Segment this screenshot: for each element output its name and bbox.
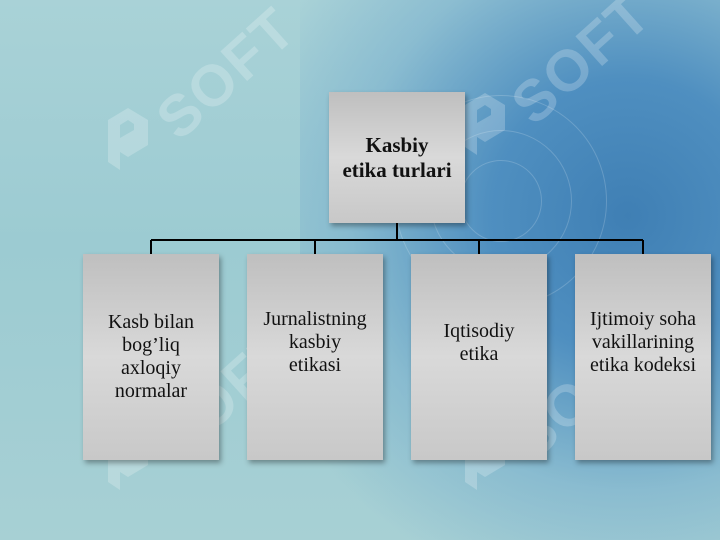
root-label-line-2: etika turlari	[342, 157, 452, 182]
child-node-3: Iqtisodiy etika	[411, 254, 547, 460]
child-node-4: Ijtimoiy soha vakillarining etika kodeks…	[575, 254, 711, 460]
child-4-line-3: etika kodeksi	[589, 353, 697, 376]
root-label-line-1: Kasbiy	[365, 133, 429, 158]
child-2-line-1: Jurnalistning	[263, 307, 367, 330]
child-3-line-1: Iqtisodiy	[443, 320, 515, 342]
child-1-line-1: Kasb bilan	[107, 311, 195, 333]
watermark-logo-icon	[465, 93, 505, 155]
child-2-line-2: kasbiy	[288, 330, 342, 353]
root-node: Kasbiy etika turlari	[329, 92, 465, 223]
child-2-line-3: etikasi	[288, 353, 342, 376]
child-node-1: Kasb bilan bog’liq axloqiy normalar	[83, 254, 219, 460]
child-4-line-1: Ijtimoiy soha	[589, 307, 697, 330]
child-4-line-2: vakillarining	[591, 330, 695, 353]
child-1-line-4: normalar	[114, 380, 188, 402]
watermark-logo-icon	[108, 108, 148, 170]
child-3-line-2: etika	[459, 343, 499, 365]
child-1-line-2: bog’liq	[122, 334, 180, 356]
child-1-line-3: axloqiy	[121, 357, 181, 379]
child-node-2: Jurnalistning kasbiy etikasi	[247, 254, 383, 460]
